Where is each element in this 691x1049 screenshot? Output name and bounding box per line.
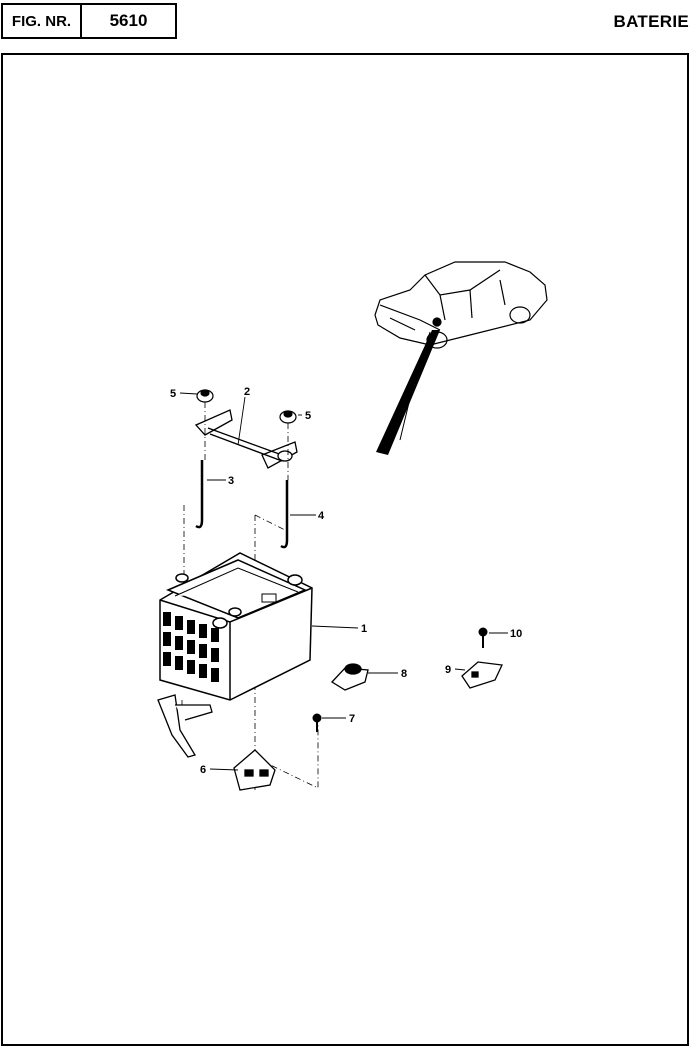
assembly-lines xyxy=(181,402,319,790)
j-bolt-left xyxy=(195,460,204,529)
figure-label: FIG. NR. xyxy=(3,5,82,37)
bracket-9 xyxy=(461,661,503,689)
diagram-frame xyxy=(1,53,689,1046)
callout-7: 7 xyxy=(349,713,355,725)
callout-8: 8 xyxy=(401,668,407,680)
bolt-7 xyxy=(312,713,322,732)
callout-6: 6 xyxy=(200,764,206,776)
nut-right xyxy=(279,410,297,424)
car-illustration xyxy=(374,261,548,349)
figure-number: 5610 xyxy=(109,11,148,30)
callout-4: 4 xyxy=(318,510,325,522)
callout-9: 9 xyxy=(445,664,451,676)
callout-3: 3 xyxy=(228,475,234,487)
location-pointer xyxy=(376,330,440,455)
battery xyxy=(159,552,313,701)
callout-5-left: 5 xyxy=(170,388,176,400)
callout-1: 1 xyxy=(361,623,367,635)
battery-side-bracket xyxy=(157,694,213,758)
callout-5-right: 5 xyxy=(305,410,311,422)
page-title: BATERIE xyxy=(613,12,689,31)
leader-lines xyxy=(179,392,508,771)
nut-left xyxy=(196,389,214,403)
bolt-10 xyxy=(478,627,488,648)
clamp-8 xyxy=(330,663,369,691)
page-header: FIG. NR. 5610 BATERIE xyxy=(0,0,691,44)
tray-bracket xyxy=(233,749,276,791)
battery-cell-pattern xyxy=(163,612,219,682)
callout-2: 2 xyxy=(244,386,250,398)
figure-number-box: FIG. NR. 5610 xyxy=(1,3,177,39)
callout-10: 10 xyxy=(510,628,522,640)
j-bolt-right xyxy=(280,480,289,549)
